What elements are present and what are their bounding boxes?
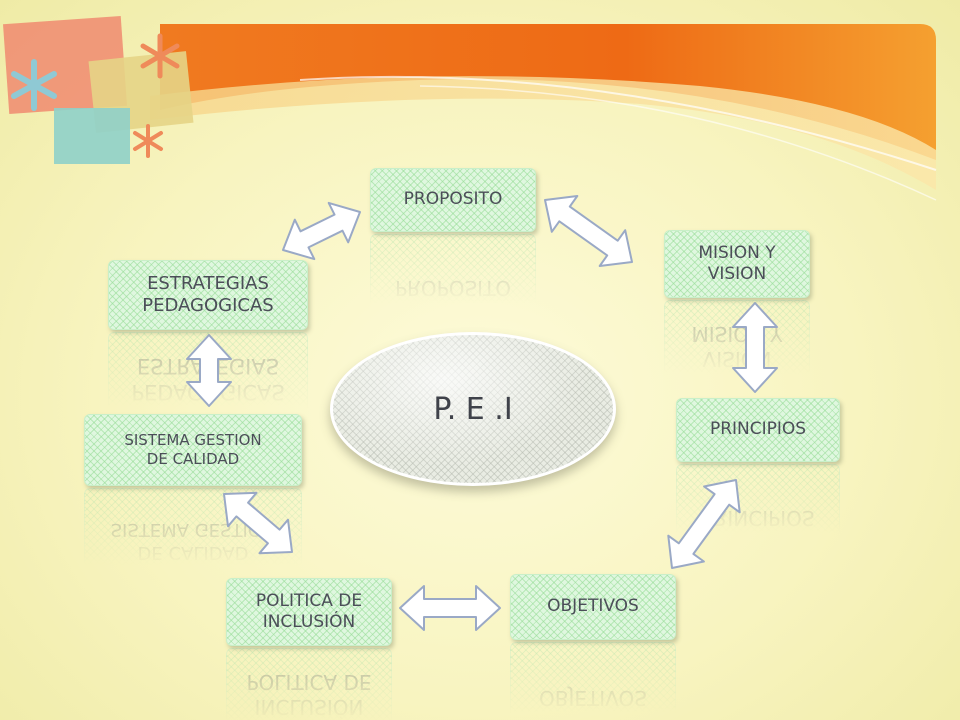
- asterisk-icon: [133, 124, 163, 158]
- asterisk-icon: [140, 33, 180, 79]
- double-arrow-icon: [223, 491, 293, 555]
- node-label-line: PEDAGOGICAS: [142, 295, 274, 316]
- node-proposito: PROPOSITO: [370, 168, 536, 232]
- deco-square-teal: [54, 108, 130, 164]
- double-arrow-icon: [667, 479, 741, 569]
- double-arrow-icon: [186, 334, 232, 407]
- double-arrow-icon: [399, 585, 501, 631]
- node-label: PROPOSITO: [404, 189, 503, 210]
- double-arrow-icon: [732, 302, 778, 393]
- double-arrow-icon: [282, 201, 361, 261]
- node-label: PRINCIPIOS: [710, 419, 806, 440]
- asterisk-icon: [11, 59, 57, 111]
- node-label-line: MISION Y: [698, 242, 776, 263]
- node-principios: PRINCIPIOS: [676, 398, 840, 462]
- center-ellipse: P. E .I: [330, 332, 616, 486]
- node-label-line: DE CALIDAD: [146, 450, 240, 468]
- node-label-line: SISTEMA GESTION: [124, 431, 262, 450]
- node-label-line: PRINCIPIOS: [709, 419, 807, 440]
- node-label: OBJETIVOS: [547, 596, 639, 617]
- double-arrow-icon: [544, 195, 633, 267]
- node-label-line: PROPOSITO: [403, 189, 503, 210]
- center-label: P. E .I: [433, 391, 513, 427]
- node-label-line: VISION: [707, 264, 767, 284]
- node-label-line: POLITICA DE: [255, 590, 363, 611]
- orange-banner: [160, 24, 936, 160]
- banner-swoosh: [150, 76, 936, 190]
- node-objetivos: OBJETIVOS: [510, 574, 676, 640]
- node-label-line: OBJETIVOS: [547, 596, 639, 617]
- node-label-line: INCLUSIÓN: [262, 612, 356, 632]
- node-label-line: ESTRATEGIAS: [147, 272, 269, 294]
